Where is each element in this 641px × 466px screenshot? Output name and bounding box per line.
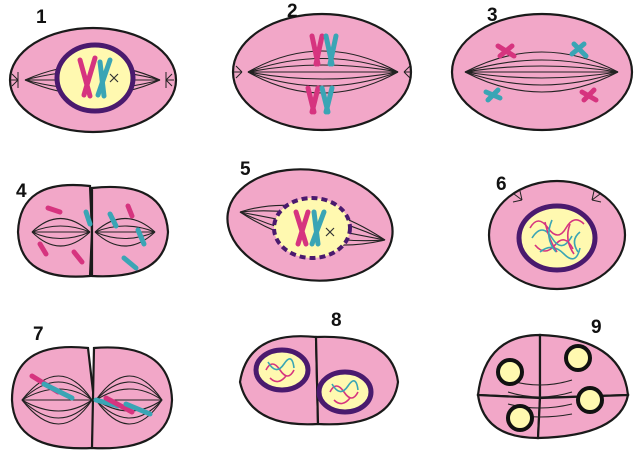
stage-label-9: 9 (591, 318, 602, 337)
stage-1-prophase-cell (10, 28, 176, 132)
stage-label-4: 4 (16, 182, 27, 201)
daughter-nucleus-left (256, 350, 308, 390)
stage-label-5: 5 (240, 160, 251, 179)
stage-label-3: 3 (487, 6, 498, 25)
stage-4-telophase-cell (18, 185, 168, 277)
stage-7-late-anaphase-cell (12, 347, 172, 448)
stage-6-interphase-cell (489, 181, 625, 289)
daughter-nucleus-right (319, 372, 371, 412)
nucleus (519, 206, 595, 270)
nucleus (57, 45, 133, 111)
stage-label-7: 7 (33, 325, 44, 344)
stage-3-anaphase-cell (452, 14, 632, 130)
stage-2-metaphase-cell (233, 14, 412, 130)
stage-label-2: 2 (287, 2, 298, 21)
fragmenting-nucleus (274, 198, 350, 258)
stage-9-late-telophase-cells (478, 335, 628, 438)
stage-8-cytokinesis-cell (240, 336, 398, 424)
stage-label-1: 1 (36, 8, 47, 27)
stage-label-8: 8 (331, 311, 342, 330)
stage-label-6: 6 (496, 175, 507, 194)
